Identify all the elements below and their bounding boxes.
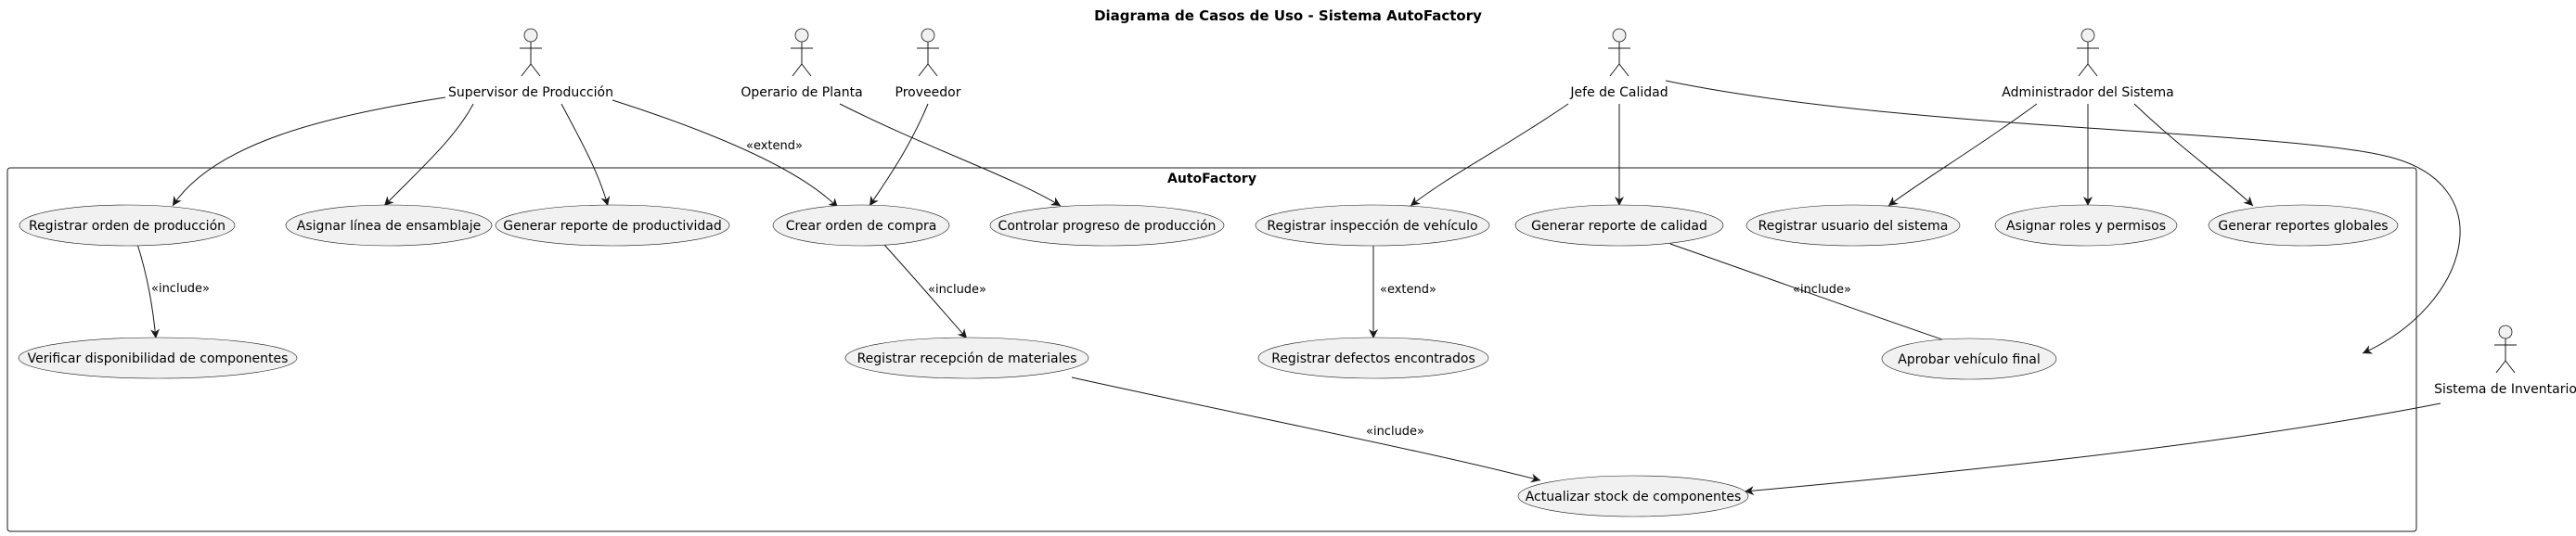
include-label-compra-recepcion: «include» — [928, 283, 986, 297]
edge-supervisor-registrar-orden — [172, 96, 446, 207]
use-case-actualizar-stock: Actualizar stock de componentes — [1517, 475, 1749, 517]
use-case-registrar-defectos: Registrar defectos encontrados — [1257, 337, 1489, 379]
edge-admin-registrar-usuario — [1887, 103, 2038, 207]
relation-labels: «extend» «include» «include» «extend» «i… — [151, 139, 1851, 439]
use-case-registrar-usuario: Registrar usuario del sistema — [1745, 204, 1961, 247]
edge-inventario-stock — [1744, 402, 2441, 496]
actor-proveedor: Proveedor — [895, 28, 961, 100]
edge-admin-reportes-globales — [2133, 103, 2254, 207]
edge-supervisor-asignar-linea — [383, 103, 474, 207]
actor-operario: Operario de Planta — [741, 28, 863, 100]
use-case-label: Generar reportes globales — [2218, 219, 2388, 234]
edge-include-orden-verificar — [135, 240, 160, 339]
include-label-calidad-aprobar: «include» — [1793, 283, 1851, 297]
use-case-reportes-globales: Generar reportes globales — [2208, 204, 2399, 247]
edge-jefe-aprobar-vehiculo — [1665, 80, 2461, 354]
actor-jefe-calidad: Jefe de Calidad — [1569, 28, 1668, 100]
edge-jefe-registrar-inspeccion — [1410, 103, 1569, 207]
system-title: AutoFactory — [1167, 172, 1256, 186]
use-case-verificar-disponibilidad: Verificar disponibilidad de componentes — [18, 337, 298, 379]
use-case-asignar-roles: Asignar roles y permisos — [1994, 204, 2178, 247]
edge-supervisor-reporte-productividad — [560, 103, 611, 207]
actor-label-proveedor: Proveedor — [895, 85, 961, 100]
actor-stick-figure-icon — [2077, 28, 2099, 77]
actor-administrador: Administrador del Sistema — [2002, 28, 2174, 100]
edge-operario-controlar-progreso — [839, 103, 1062, 207]
actor-stick-figure-icon — [791, 28, 813, 77]
use-case-recepcion-materiales: Registrar recepción de materiales — [844, 337, 1089, 379]
edges — [135, 80, 2461, 496]
actor-stick-figure-icon — [520, 28, 542, 77]
use-case-label: Actualizar stock de componentes — [1526, 490, 1742, 504]
use-case-label: Aprobar vehículo final — [1898, 352, 2040, 367]
use-case-label: Crear orden de compra — [786, 219, 937, 234]
use-case-label: Registrar inspección de vehículo — [1267, 219, 1477, 234]
actor-label-supervisor: Supervisor de Producción — [448, 85, 613, 100]
use-case-aprobar-vehiculo: Aprobar vehículo final — [1881, 338, 2057, 380]
actor-label-inventario: Sistema de Inventario — [2434, 382, 2576, 397]
actor-label-jefe-calidad: Jefe de Calidad — [1569, 85, 1668, 100]
use-case-registrar-inspeccion: Registrar inspección de vehículo — [1255, 204, 1490, 247]
extend-label-supervisor-compra: «extend» — [746, 139, 803, 153]
use-case-label: Asignar línea de ensamblaje — [297, 219, 481, 234]
use-case-label: Generar reporte de calidad — [1531, 219, 1707, 234]
actor-stick-figure-icon — [2494, 325, 2517, 374]
use-case-label: Verificar disponibilidad de componentes — [28, 351, 289, 366]
use-case-label: Asignar roles y permisos — [2006, 219, 2166, 234]
use-case-registrar-orden: Registrar orden de producción — [19, 204, 236, 247]
use-case-reporte-calidad: Generar reporte de calidad — [1514, 204, 1724, 247]
actor-label-operario: Operario de Planta — [741, 85, 862, 100]
actor-stick-figure-icon — [917, 28, 939, 77]
edge-include-calidad-aprobar — [1669, 243, 1970, 351]
use-case-controlar-progreso: Controlar progreso de producción — [989, 204, 1225, 247]
diagram-title: Diagrama de Casos de Uso - Sistema AutoF… — [1094, 7, 1482, 24]
use-case-reporte-productividad: Generar reporte de productividad — [495, 204, 730, 247]
system-boundary — [6, 167, 2417, 532]
include-label-orden-verificar: «include» — [151, 282, 210, 296]
use-case-label: Registrar orden de producción — [29, 219, 225, 234]
actor-inventario: Sistema de Inventario — [2434, 325, 2576, 397]
actor-stick-figure-icon — [1608, 28, 1630, 77]
edge-include-compra-recepcion — [883, 244, 968, 339]
use-case-crear-orden-compra: Crear orden de compra — [772, 204, 950, 247]
include-label-recepcion-stock: «include» — [1366, 425, 1424, 439]
edge-proveedor-crear-compra — [869, 103, 929, 207]
edge-supervisor-crear-compra — [612, 99, 839, 209]
use-case-label: Registrar recepción de materiales — [857, 351, 1077, 366]
extend-label-inspeccion-defectos: «extend» — [1380, 283, 1436, 297]
use-case-label: Controlar progreso de producción — [998, 219, 1217, 234]
use-case-label: Generar reporte de productividad — [503, 219, 722, 234]
use-case-label: Registrar defectos encontrados — [1271, 351, 1475, 366]
actor-supervisor: Supervisor de Producción — [448, 28, 613, 100]
use-case-asignar-linea: Asignar línea de ensamblaje — [285, 204, 493, 247]
actor-label-administrador: Administrador del Sistema — [2002, 85, 2174, 100]
edge-include-recepcion-stock — [1071, 376, 1541, 483]
use-case-label: Registrar usuario del sistema — [1758, 219, 1949, 234]
